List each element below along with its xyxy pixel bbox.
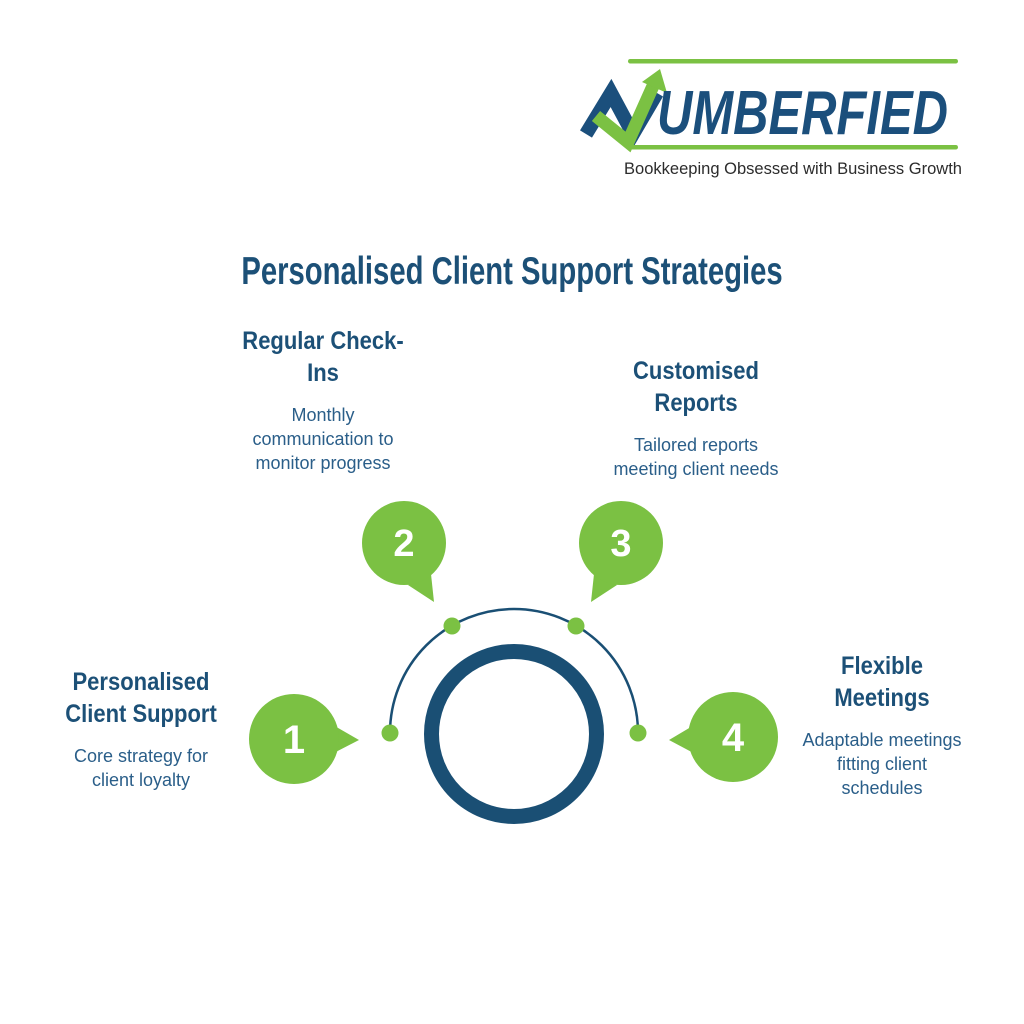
step-4-body: Adaptable meetings fitting client schedu…: [802, 730, 962, 798]
bubble-3-circle: [579, 501, 663, 585]
bubble-1-circle: [249, 694, 339, 784]
step-3-body: Tailored reports meeting client needs: [613, 435, 779, 479]
step-2-label: Regular Check- Ins Monthly communication…: [198, 325, 448, 475]
step-2-heading: Regular Check- Ins: [242, 327, 404, 387]
step-3-label: Customised Reports Tailored reports meet…: [571, 355, 821, 481]
step-1-label: Personalised Client Support Core strateg…: [16, 666, 266, 792]
center-ring: [424, 644, 604, 824]
logo-bottom-line: [628, 145, 958, 150]
step-1-body: Core strategy for client loyalty: [73, 746, 209, 790]
arc-dot-2: [443, 617, 461, 635]
brand-logo: UMBERFIED Bookkeeping Obsessed with Busi…: [580, 59, 962, 178]
step-4-label: Flexible Meetings Adaptable meetings fit…: [757, 650, 1007, 800]
arc-dot-1: [381, 724, 399, 742]
arc-dot-3: [567, 617, 585, 635]
step-3-number: 3: [610, 523, 631, 565]
bubble-2-tail: [408, 574, 434, 602]
page-title: Personalised Client Support Strategies: [241, 250, 783, 293]
bubble-3-tail: [591, 574, 617, 602]
step-4-number: 4: [722, 716, 745, 760]
step-4-bubble: 4: [669, 692, 778, 782]
logo-arrowhead-icon: [642, 69, 667, 93]
logo-top-line: [628, 59, 958, 64]
step-3-heading: Customised Reports: [633, 357, 759, 417]
connector-arc: [388, 607, 640, 734]
arc-dot-4: [629, 724, 647, 742]
strategy-diagram: 1 2 3 4: [249, 501, 778, 824]
step-1-heading: Personalised Client Support: [65, 668, 217, 728]
logo-arrow-icon: [591, 83, 659, 153]
step-2-body: Monthly communication to monitor progres…: [252, 405, 394, 473]
step-2-bubble: 2: [362, 501, 446, 602]
bubble-2-circle: [362, 501, 446, 585]
brand-name: UMBERFIED: [657, 79, 948, 148]
step-1-bubble: 1: [249, 694, 359, 784]
step-4-heading: Flexible Meetings: [834, 652, 930, 712]
step-3-bubble: 3: [579, 501, 663, 602]
bubble-4-circle: [688, 692, 778, 782]
step-2-number: 2: [393, 523, 414, 565]
step-1-number: 1: [283, 718, 305, 762]
logo-tagline: Bookkeeping Obsessed with Business Growt…: [624, 159, 962, 178]
